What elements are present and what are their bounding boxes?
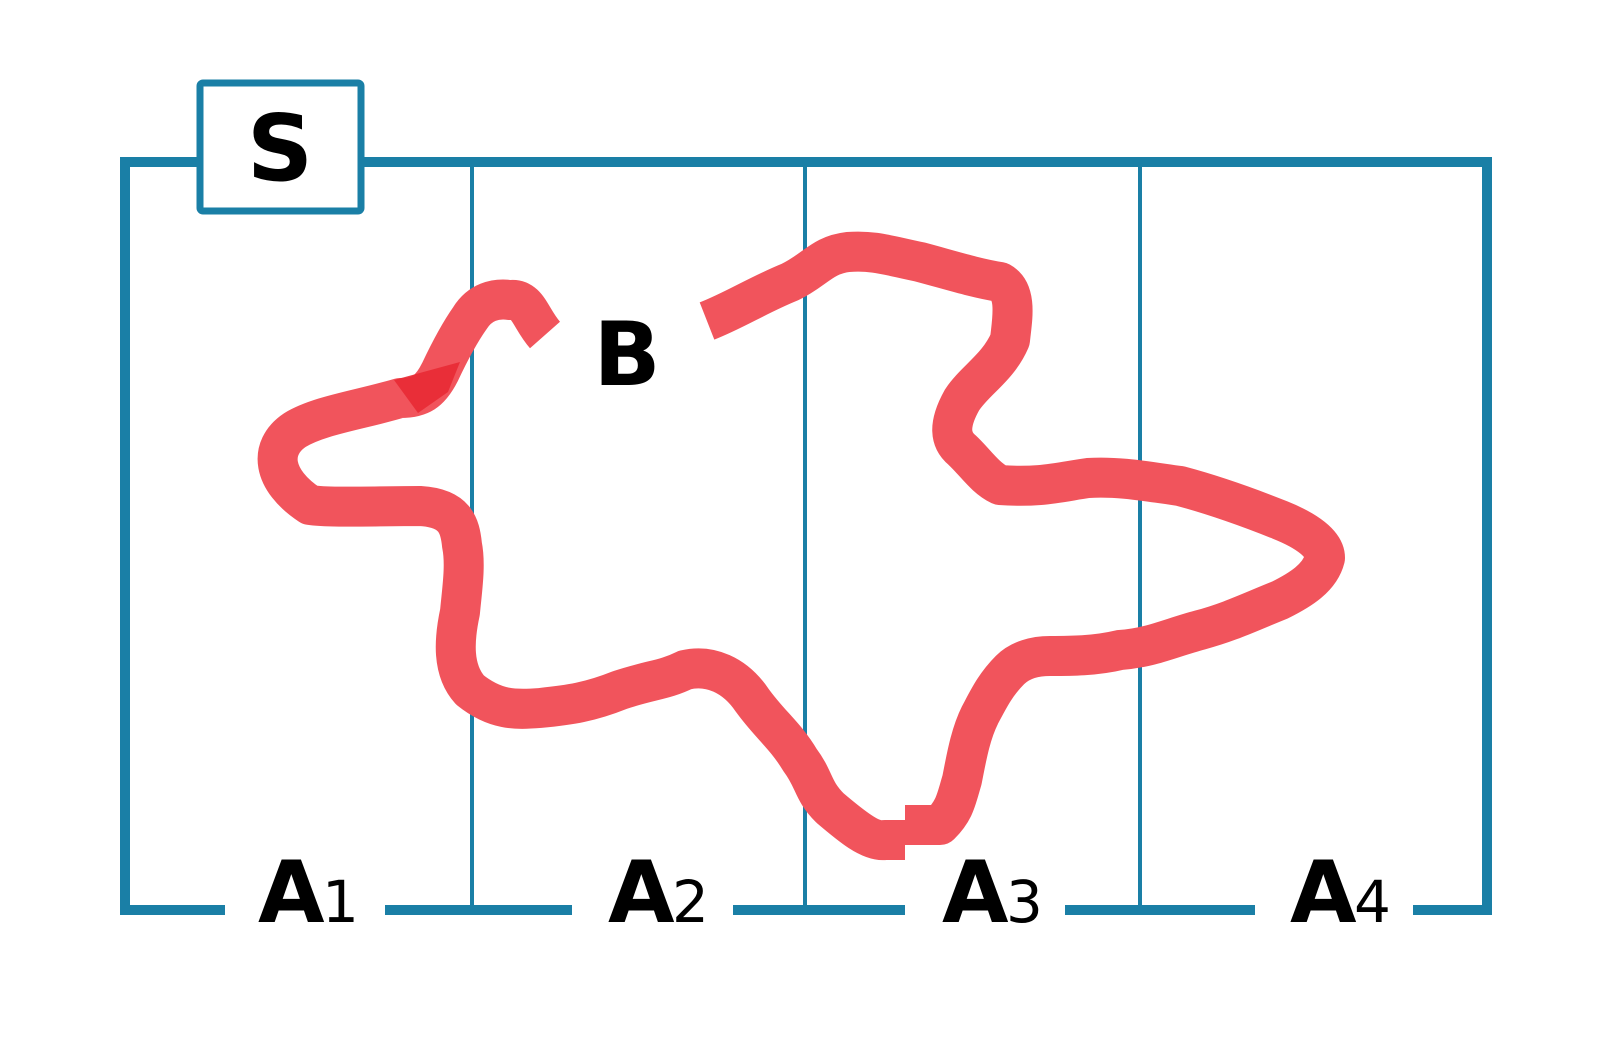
partition-a2-index: 2	[672, 868, 709, 936]
partition-label-a2: A 2	[608, 843, 709, 943]
region-b-overlap-mark	[394, 362, 460, 413]
partition-label-a1: A 1	[258, 843, 359, 943]
set-s-box	[196, 79, 365, 215]
partition-label-a3: A 3	[942, 843, 1043, 943]
partition-a4-letter: A	[1290, 843, 1357, 943]
partition-a4-index: 4	[1354, 868, 1391, 936]
outer-frame	[120, 157, 1492, 915]
set-s-label: S	[247, 95, 313, 202]
partition-a1-letter: A	[258, 843, 325, 943]
region-b-boundary-upper	[699, 231, 1345, 845]
partition-label-a4: A 4	[1290, 843, 1391, 943]
partition-a2-letter: A	[608, 843, 675, 943]
partition-a3-letter: A	[942, 843, 1009, 943]
partition-a1-index: 1	[322, 868, 359, 936]
partition-a3-index: 3	[1006, 868, 1043, 936]
region-b-boundary	[257, 279, 905, 861]
region-b-label: B	[593, 303, 660, 406]
